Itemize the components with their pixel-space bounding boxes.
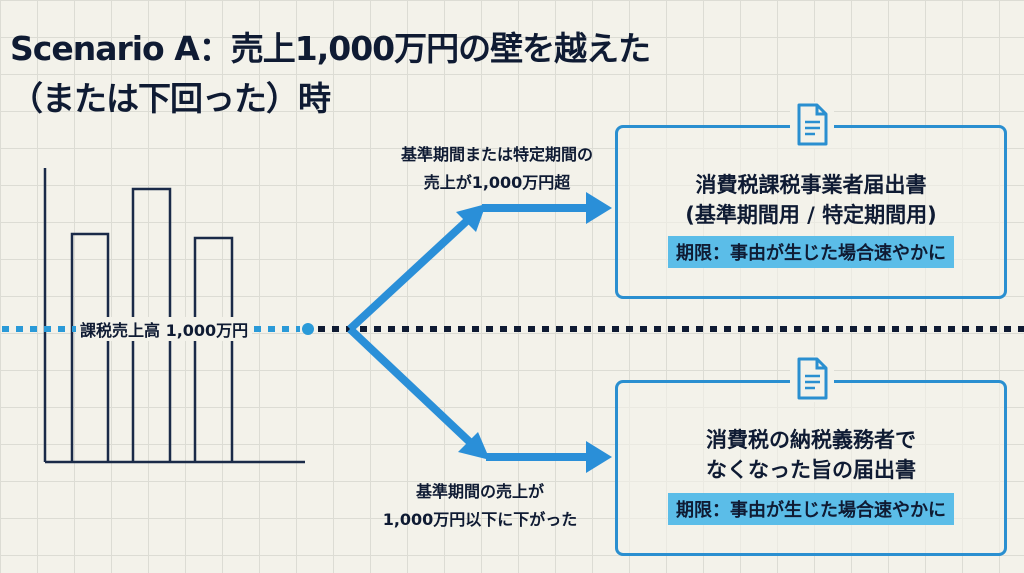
deadline-badge: 期限：事由が生じた場合速やかに — [668, 493, 954, 525]
document-icon — [790, 356, 834, 402]
deadline-badge: 期限：事由が生じた場合速やかに — [668, 236, 954, 268]
arrowhead-down-mid — [458, 432, 490, 460]
document-title-line1: 消費税の納税義務者で — [706, 428, 916, 452]
lower-branch-label-2: 1,000万円以下に下がった — [382, 510, 578, 529]
arrow-down-diagonal — [347, 326, 477, 449]
threshold-marker — [302, 323, 314, 335]
arrow-up-diagonal — [347, 215, 473, 332]
page-title: Scenario A：売上1,000万円の壁を越えた — [10, 29, 651, 68]
document-icon — [790, 102, 834, 148]
bar-1 — [70, 232, 110, 462]
document-title-line1: 消費税課税事業者届出書 — [695, 173, 927, 197]
document-title-line2: (基準期間用 / 特定期間用) — [685, 203, 937, 227]
bar-3 — [193, 236, 234, 462]
arrowhead-up-mid — [456, 204, 486, 232]
document-title-line2: なくなった旨の届出書 — [706, 458, 916, 482]
bar-chart — [43, 168, 305, 464]
page-subtitle: （または下回った）時 — [10, 79, 331, 118]
upper-branch-label-2: 売上が1,000万円超 — [423, 173, 571, 192]
upper-branch-label-1: 基準期間または特定期間の — [400, 145, 593, 164]
arrowhead-up-end — [586, 192, 612, 224]
lower-branch-label-1: 基準期間の売上が — [415, 482, 544, 501]
document-card-exemption: 消費税の納税義務者で なくなった旨の届出書 期限：事由が生じた場合速やかに — [615, 380, 1007, 556]
document-card-registration: 消費税課税事業者届出書 (基準期間用 / 特定期間用) 期限：事由が生じた場合速… — [615, 125, 1007, 299]
arrowhead-down-end — [586, 441, 612, 473]
threshold-label: 課税売上高 1,000万円 — [76, 317, 253, 341]
